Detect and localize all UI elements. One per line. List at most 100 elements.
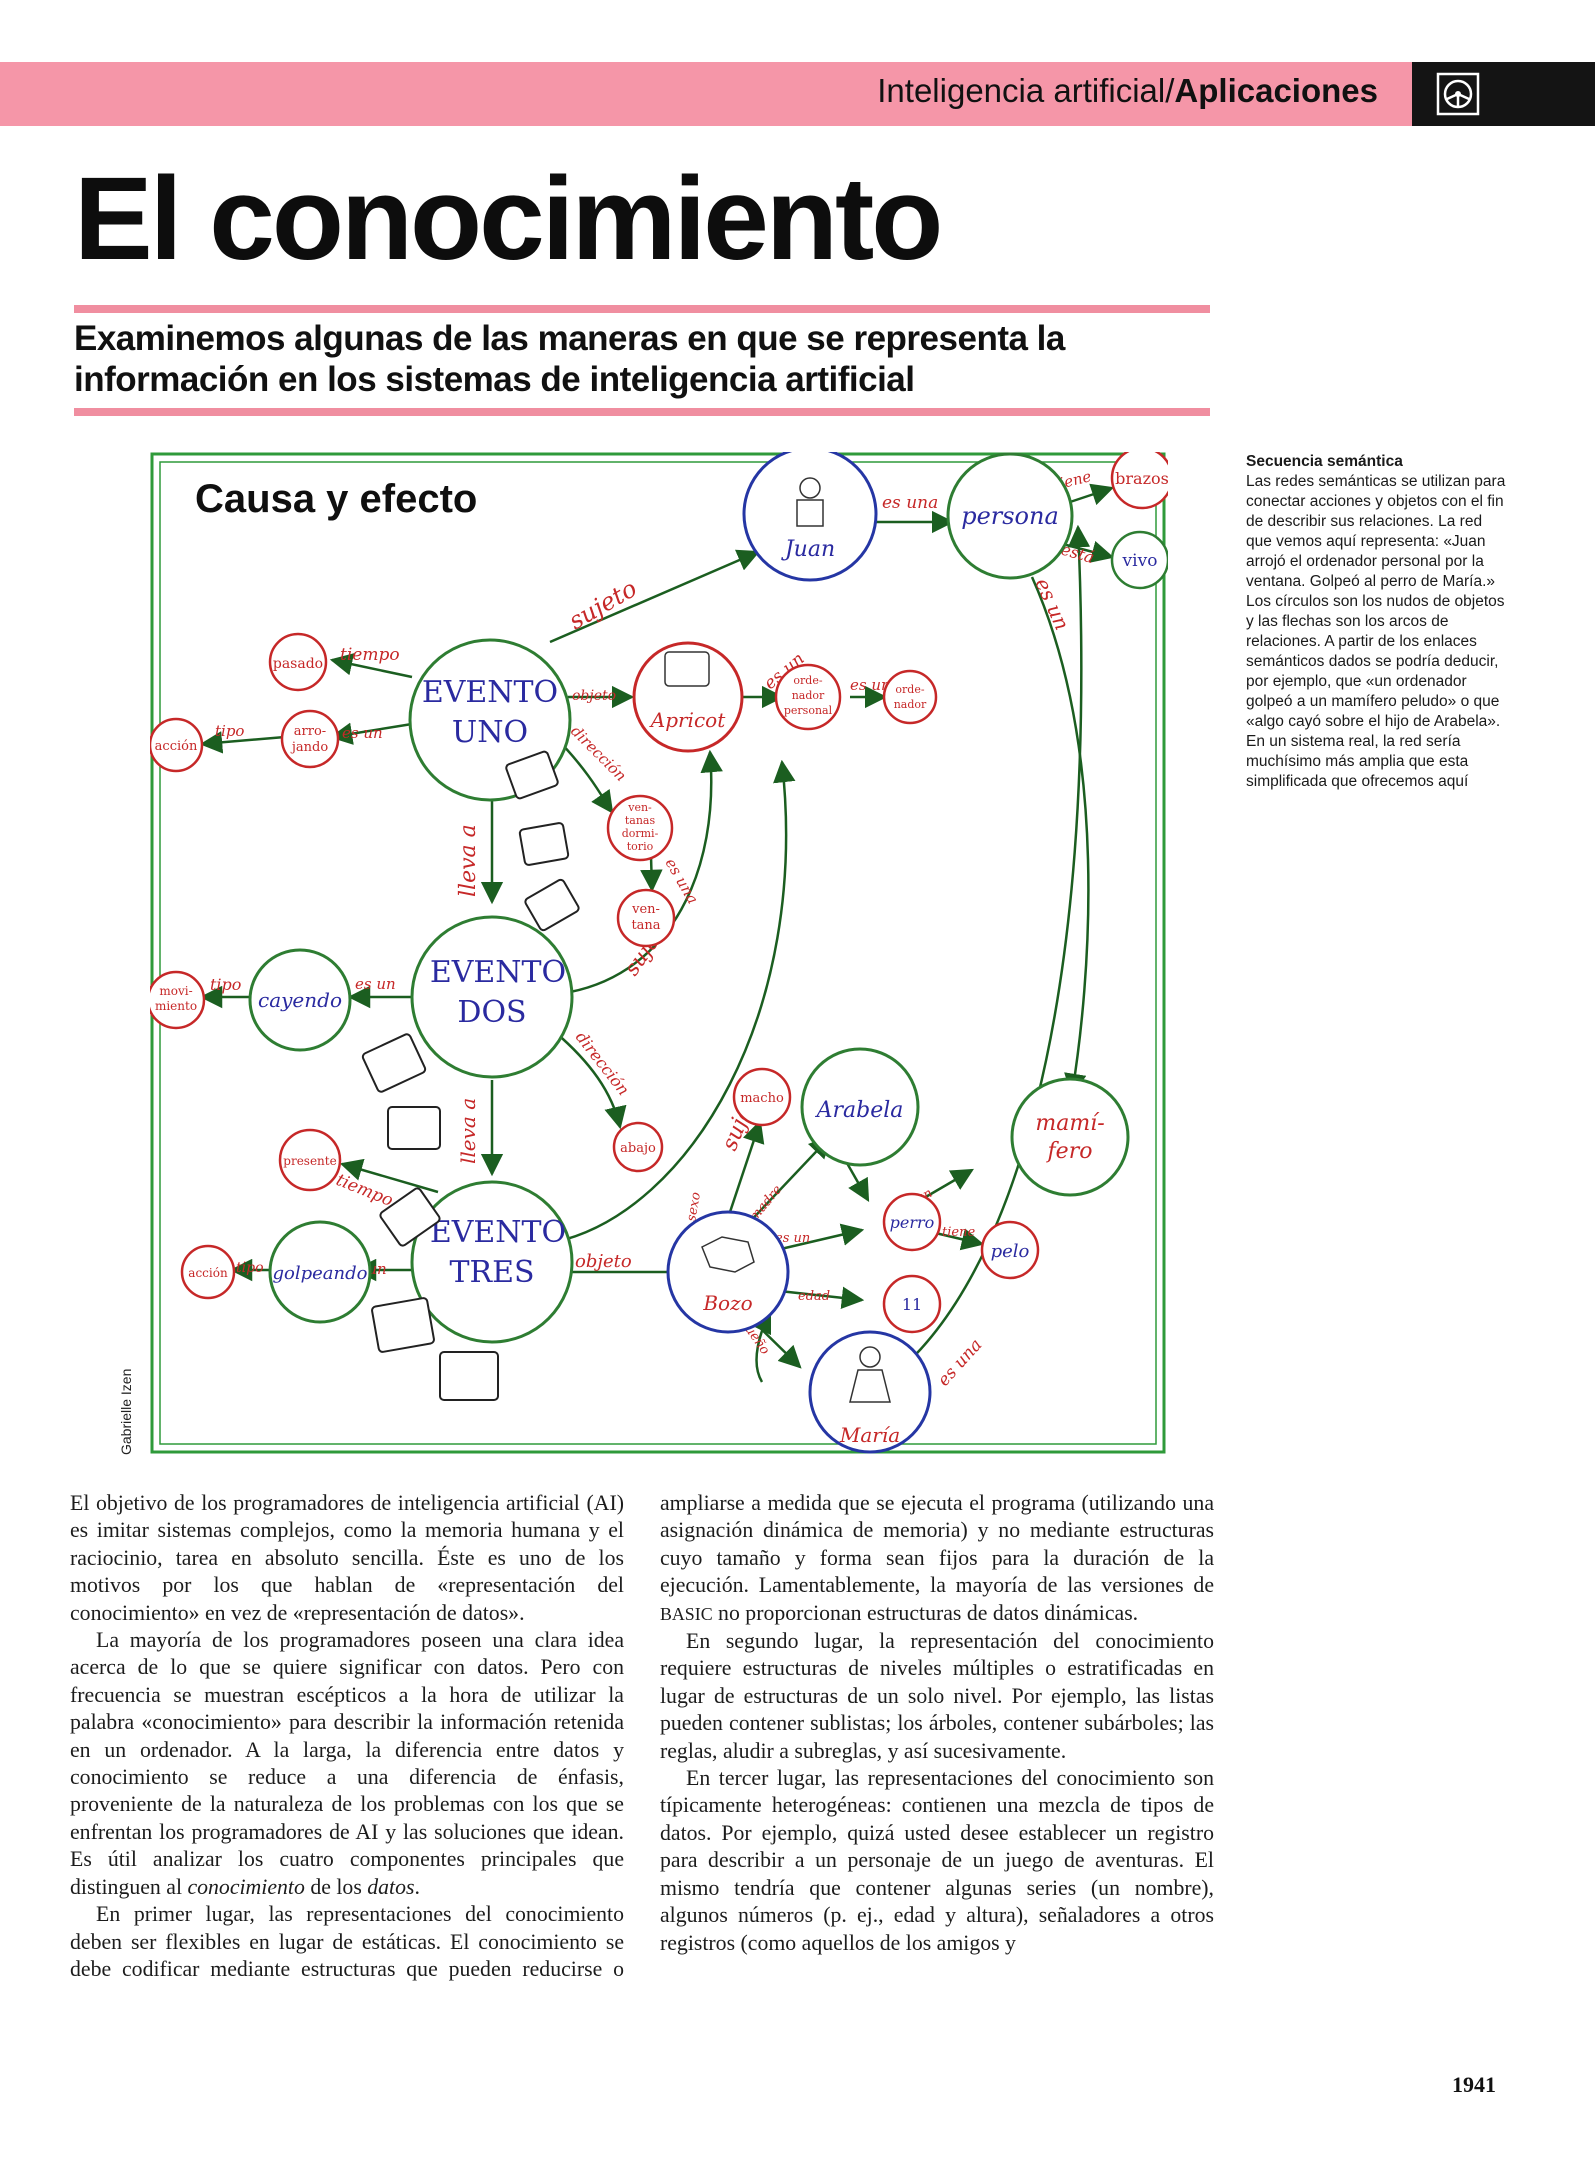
svg-text:tipo: tipo	[215, 722, 244, 740]
svg-text:es un: es un	[850, 676, 891, 694]
node-evento-dos: EVENTO DOS	[410, 915, 574, 1079]
node-juan: Juan	[742, 452, 878, 582]
svg-text:objeto: objeto	[575, 1251, 632, 1272]
svg-text:es un: es un	[1030, 574, 1074, 633]
page-title: El conocimiento	[74, 153, 943, 285]
page-number: 1941	[1452, 2072, 1496, 2097]
svg-text:pasado: pasado	[273, 656, 323, 672]
node-evento-tres: EVENTO TRES	[410, 1180, 574, 1344]
figure-frame-inner	[159, 461, 1157, 1445]
svg-text:tipo: tipo	[210, 975, 241, 994]
svg-text:María: María	[839, 1423, 900, 1447]
node-accion-2: acción	[180, 1244, 236, 1300]
svg-text:jando: jando	[290, 740, 328, 755]
svg-text:dormi-: dormi-	[622, 827, 659, 840]
steering-wheel-icon	[1436, 72, 1480, 116]
svg-text:golpeando: golpeando	[273, 1263, 368, 1284]
svg-text:torio: torio	[627, 840, 654, 853]
svg-text:tipo: tipo	[236, 1260, 264, 1276]
node-abajo: abajo	[612, 1121, 664, 1173]
section-label: Inteligencia artificial/Aplicaciones	[877, 72, 1378, 110]
section-prefix: Inteligencia artificial/	[877, 72, 1175, 109]
svg-text:lleva a: lleva a	[456, 824, 481, 897]
node-persona: persona	[946, 452, 1074, 580]
section-bold: Aplicaciones	[1174, 72, 1378, 109]
node-pelo: pelo	[980, 1220, 1040, 1280]
node-ordenador-personal: orde- nador personal	[774, 663, 842, 731]
svg-text:nador: nador	[792, 689, 825, 702]
svg-text:presente: presente	[283, 1154, 336, 1168]
svg-text:UNO: UNO	[452, 715, 528, 750]
node-presente: presente	[278, 1128, 342, 1192]
node-brazos: brazos	[1110, 452, 1168, 510]
node-accion-1: acción	[150, 717, 204, 773]
svg-text:Apricot: Apricot	[649, 708, 726, 732]
title-rule-top	[74, 305, 1210, 313]
svg-text:dirección: dirección	[567, 722, 630, 785]
title-rule-bottom	[74, 408, 1210, 416]
section-band: Inteligencia artificial/Aplicaciones	[0, 62, 1412, 126]
body-paragraph-3: En primer lugar, las representaciones de…	[70, 1491, 1214, 1981]
section-badge	[1412, 62, 1595, 126]
svg-text:tiempo: tiempo	[340, 645, 400, 665]
node-cayendo: cayendo	[248, 948, 352, 1052]
svg-text:es una: es una	[934, 1335, 986, 1390]
semantic-network-diagram: Causa y efecto	[150, 452, 1168, 1454]
body-paragraph-2: La mayoría de los programadores poseen u…	[70, 1628, 624, 1899]
node-arabela: Arabela	[800, 1047, 920, 1167]
svg-text:miento: miento	[155, 999, 197, 1013]
svg-text:orde-: orde-	[793, 674, 822, 687]
node-movimiento: movi- miento	[150, 970, 206, 1030]
svg-text:DOS: DOS	[457, 995, 526, 1030]
figure-credit: Gabrielle Izen	[118, 1368, 134, 1455]
node-ventana: ven- tana	[616, 888, 676, 948]
node-ordenador: orde- nador	[882, 669, 938, 725]
node-mamifero: mamí- fero	[1010, 1077, 1130, 1197]
svg-text:pelo: pelo	[991, 1241, 1030, 1262]
caption-text: Las redes semánticas se utilizan para co…	[1246, 473, 1506, 790]
node-golpeando: golpeando	[268, 1220, 372, 1324]
figure-frame	[150, 452, 1166, 1454]
node-vivo: vivo	[1110, 530, 1168, 590]
node-arrojando: arro- jando	[280, 709, 340, 769]
node-macho: macho	[732, 1067, 792, 1127]
article-body: El objetivo de los programadores de inte…	[70, 1490, 1214, 2050]
node-apricot: Apricot	[632, 641, 744, 753]
svg-text:tana: tana	[631, 918, 660, 933]
node-maria: María	[808, 1330, 932, 1454]
svg-text:orde-: orde-	[895, 683, 924, 696]
svg-text:EVENTO: EVENTO	[430, 955, 566, 990]
svg-text:es un: es un	[342, 724, 383, 742]
caption-heading: Secuencia semántica	[1246, 453, 1403, 470]
nodes: Juan persona brazos vivo EVENTO UNO pasa…	[150, 452, 1168, 1454]
svg-text:acción: acción	[155, 739, 198, 754]
figure-caption: Secuencia semántica Las redes semánticas…	[1246, 452, 1508, 792]
svg-text:arro-: arro-	[294, 724, 326, 739]
node-ventanas-dormitorio: ven- tanas dormi- torio	[606, 794, 674, 862]
svg-text:Bozo: Bozo	[702, 1291, 752, 1315]
body-paragraph-5: En tercer lugar, las representaciones de…	[660, 1766, 1214, 1955]
svg-text:perro: perro	[890, 1213, 935, 1232]
svg-text:movi-: movi-	[159, 984, 192, 998]
svg-text:abajo: abajo	[620, 1141, 656, 1156]
node-eleven: 11	[882, 1274, 942, 1334]
svg-text:mamí-: mamí-	[1035, 1111, 1104, 1136]
node-pasado: pasado	[268, 632, 328, 692]
svg-text:es un: es un	[775, 1231, 810, 1246]
svg-text:tiene: tiene	[942, 1225, 975, 1240]
svg-text:brazos: brazos	[1115, 469, 1168, 488]
svg-text:objeto: objeto	[572, 688, 616, 704]
svg-text:ven-: ven-	[627, 801, 652, 814]
computer-illustrations	[361, 750, 580, 1401]
svg-text:Arabela: Arabela	[815, 1098, 904, 1123]
svg-text:EVENTO: EVENTO	[422, 675, 558, 710]
svg-text:sexo: sexo	[684, 1191, 704, 1223]
svg-text:personal: personal	[784, 704, 833, 717]
body-paragraph-4: En segundo lugar, la representación del …	[660, 1629, 1214, 1763]
figure-title: Causa y efecto	[195, 477, 477, 521]
svg-text:acción: acción	[188, 1266, 228, 1280]
svg-text:Juan: Juan	[781, 537, 835, 562]
svg-text:sujeto: sujeto	[564, 574, 642, 635]
node-perro: perro	[882, 1192, 942, 1252]
svg-text:es una: es una	[882, 493, 938, 513]
